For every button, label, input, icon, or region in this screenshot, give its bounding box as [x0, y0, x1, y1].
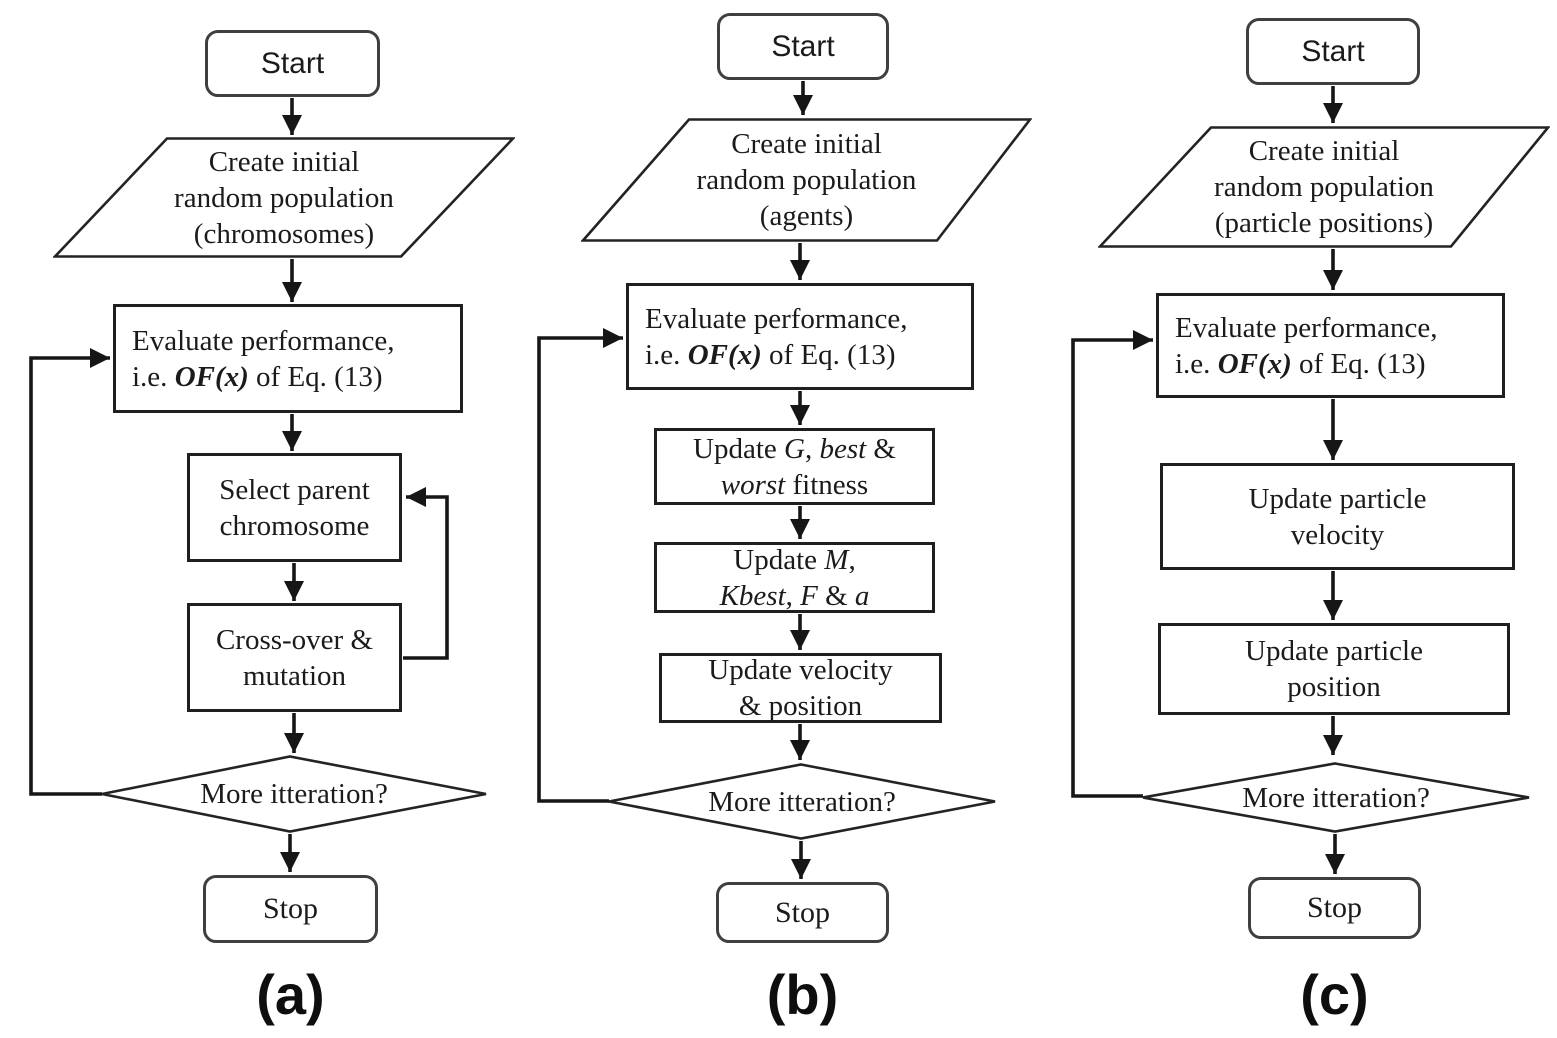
parallelogram-shape: [1098, 126, 1550, 248]
flow-a-decision-diamond: More itteration?: [100, 755, 488, 833]
flow-a-evaluate-box: Evaluate performance,i.e. OF(x) of Eq. (…: [113, 304, 463, 413]
flow-a-evaluate-label: Evaluate performance,i.e. OF(x) of Eq. (…: [132, 324, 395, 393]
flow-b-stop-label: Stop: [774, 895, 831, 929]
flow-b-update-constants-label: Update M,Kbest, F & a: [719, 543, 870, 612]
flow-c-stop-terminal: Stop: [1248, 877, 1421, 939]
flow-c-start-terminal: Start: [1246, 18, 1420, 85]
flow-c-decision-label: More itteration?: [1242, 781, 1430, 814]
flow-c-decision-diamond: More itteration?: [1141, 762, 1531, 833]
diamond-shape: [608, 763, 996, 840]
flow-a-crossover-label: Cross-over &mutation: [215, 623, 374, 692]
flow-b-start-label: Start: [771, 29, 835, 63]
flow-a-start-label: Start: [260, 46, 325, 80]
flow-b-decision-label: More itteration?: [708, 785, 896, 818]
arrow-a-loop-decision-to-evaluate: [29, 348, 110, 796]
parallelogram-shape: [581, 118, 1032, 242]
flow-c-stop-label: Stop: [1306, 891, 1363, 924]
arrow-c-loop-decision-to-evaluate: [1071, 330, 1153, 798]
diamond-shape: [101, 755, 487, 833]
flow-c-start-label: Start: [1301, 34, 1365, 68]
flow-b-stop-terminal: Stop: [716, 882, 889, 943]
caption-a: (a): [256, 963, 325, 1026]
parallelogram-shape: [53, 137, 515, 258]
flow-b-update-velocity-position-box: Update velocity& position: [659, 653, 942, 723]
flow-a-crossover-box: Cross-over &mutation: [187, 603, 402, 712]
arrow-a-loop-crossover-to-select: [403, 487, 449, 660]
flow-a-stop-terminal: Stop: [203, 875, 378, 943]
flow-b-start-terminal: Start: [717, 13, 889, 80]
flow-c-evaluate-label: Evaluate performance,i.e. OF(x) of Eq. (…: [1175, 311, 1438, 380]
flow-b-update-fitness-box: Update G, best &worst fitness: [654, 428, 935, 505]
caption-b: (b): [766, 963, 839, 1026]
flow-b-update-fitness-label: Update G, best &worst fitness: [693, 432, 896, 501]
arrow-b-loop-decision-to-evaluate: [537, 328, 623, 803]
diamond-shape: [1142, 762, 1530, 833]
flow-a-stop-label: Stop: [262, 892, 319, 925]
caption-c: (c): [1300, 963, 1369, 1026]
flow-c-evaluate-box: Evaluate performance,i.e. OF(x) of Eq. (…: [1156, 293, 1505, 398]
flow-b-evaluate-box: Evaluate performance,i.e. OF(x) of Eq. (…: [626, 283, 974, 390]
flow-b-update-velocity-position-label: Update velocity& position: [708, 654, 893, 722]
flow-b-update-constants-box: Update M,Kbest, F & a: [654, 542, 935, 613]
flow-a-start-terminal: Start: [205, 30, 380, 97]
flow-a-decision-label: More itteration?: [200, 778, 388, 810]
flow-b-decision-diamond: More itteration?: [607, 763, 997, 840]
flow-b-evaluate-label: Evaluate performance,i.e. OF(x) of Eq. (…: [645, 302, 908, 371]
